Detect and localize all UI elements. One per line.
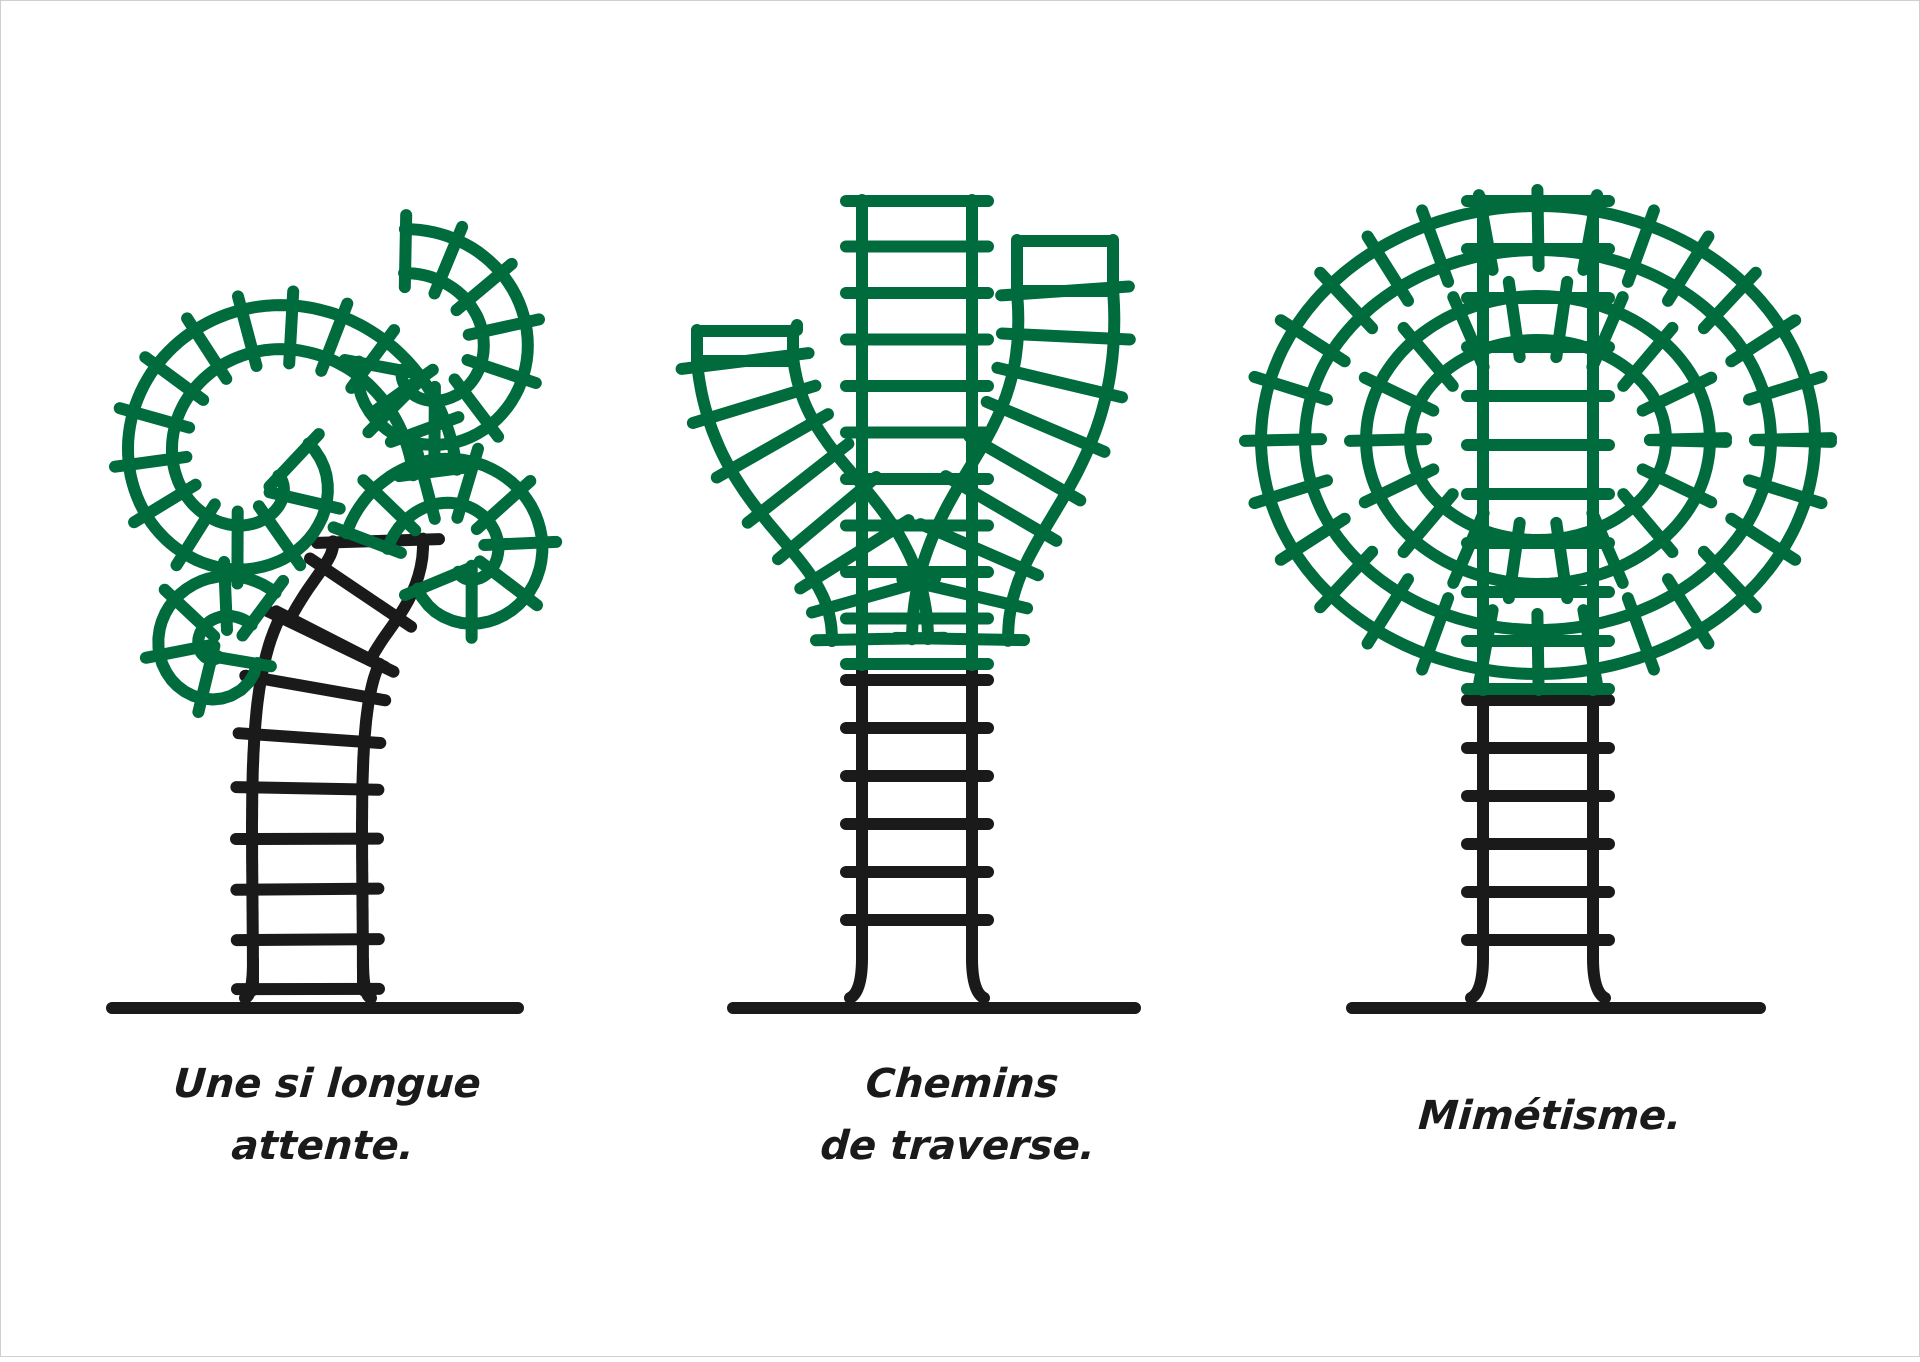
- caption-line: de traverse.: [676, 1115, 1240, 1177]
- caption-line: attente.: [41, 1115, 605, 1177]
- caption-curly-tree: Une si longue attente.: [41, 1053, 610, 1177]
- caption-circular-tree: Mimétisme.: [1268, 1085, 1832, 1147]
- caption-line: Chemins: [680, 1053, 1244, 1115]
- caption-line: Mimétisme.: [1268, 1085, 1832, 1147]
- caption-line: Une si longue: [45, 1053, 609, 1115]
- caption-branching-tree: Chemins de traverse.: [676, 1053, 1245, 1177]
